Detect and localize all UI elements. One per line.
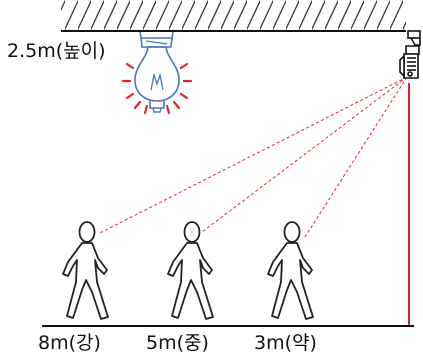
person-walking-icon	[62, 221, 109, 320]
height-label: 2.5m(높이)	[7, 40, 106, 62]
distance-label-mid: 5m(중)	[146, 332, 209, 354]
person-walking-icon	[167, 221, 214, 320]
ceiling	[61, 0, 406, 32]
detection-rays	[97, 76, 408, 238]
motion-sensor-icon	[399, 30, 421, 79]
distance-label-far: 8m(강)	[38, 332, 101, 354]
person-walking-icon	[267, 221, 314, 320]
light-bulb-icon	[121, 31, 193, 115]
distance-label-near: 3m(약)	[254, 332, 317, 354]
